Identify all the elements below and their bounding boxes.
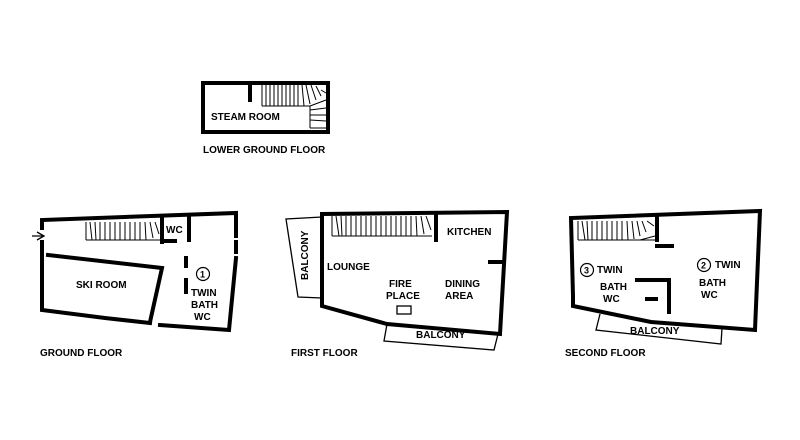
bedroom3-number: 3 <box>584 266 589 276</box>
bedroom2-twin-label: TWIN <box>715 260 741 271</box>
steam-room-walls <box>201 81 330 134</box>
left-balcony-label: BALCONY <box>300 230 311 280</box>
bedroom3-bath-label: BATH <box>600 282 627 293</box>
fireplace-label-line2: PLACE <box>386 291 420 302</box>
dining-area-label-line2: AREA <box>445 291 473 302</box>
bedroom1-bath-label: BATH <box>191 300 218 311</box>
lounge-label: LOUNGE <box>327 262 370 273</box>
bedroom2-wc-label: WC <box>701 290 718 301</box>
first-staircase <box>331 215 432 237</box>
ground-floor-label: GROUND FLOOR <box>40 348 123 359</box>
second-balcony-label: BALCONY <box>630 326 680 337</box>
second-outer-wall <box>568 208 763 333</box>
ground-outer-wall-right-lower <box>157 255 239 333</box>
fireplace-icon <box>396 305 412 315</box>
second-floor-label: SECOND FLOOR <box>565 348 646 359</box>
ground-floor-plan: WC SKI ROOM 1 TWIN BATH WC GROUND FLOOR <box>32 210 239 359</box>
lower-ground-staircase <box>261 84 327 129</box>
steam-room-label: STEAM ROOM <box>211 112 280 123</box>
bedroom1-wc-label: WC <box>194 312 211 323</box>
bedroom1-number: 1 <box>200 270 205 280</box>
bedroom2-bath-label: BATH <box>699 278 726 289</box>
bottom-balcony-outline <box>383 323 499 351</box>
second-balcony-outline <box>595 313 723 345</box>
bedroom1-number-circle <box>195 266 211 282</box>
bedroom1-twin-label: TWIN <box>191 288 217 299</box>
lower-ground-floor-label: LOWER GROUND FLOOR <box>203 145 326 156</box>
bottom-balcony-label: BALCONY <box>416 330 466 341</box>
ground-outer-wall-bottom <box>40 240 153 326</box>
ground-outer-wall-top <box>40 210 238 238</box>
entrance-arrow-icon <box>32 231 46 241</box>
bedroom3-number-circle <box>579 262 595 278</box>
kitchen-label: KITCHEN <box>447 227 491 238</box>
ski-room-label: SKI ROOM <box>76 280 127 291</box>
ski-room-wall <box>45 252 165 325</box>
bedroom2-number: 2 <box>701 261 706 271</box>
bedroom3-twin-label: TWIN <box>597 265 623 276</box>
second-floor-plan: 3 TWIN BATH WC 2 TWIN BATH WC BALCONY SE… <box>565 208 763 359</box>
first-floor-label: FIRST FLOOR <box>291 348 358 359</box>
first-outer-wall <box>320 209 510 337</box>
dining-area-label-line1: DINING <box>445 279 480 290</box>
ground-staircase <box>85 221 160 241</box>
fireplace-label-line1: FIRE <box>389 279 412 290</box>
lower-ground-floor-plan: STEAM ROOM LOWER GROUND FLOOR <box>201 81 330 156</box>
left-balcony-outline <box>285 216 323 299</box>
bedroom3-wc-label: WC <box>603 294 620 305</box>
first-floor-plan: BALCONY KITCHEN LOUNGE FIRE PLACE DINING… <box>285 209 510 359</box>
wc-label: WC <box>166 225 183 236</box>
bedroom2-number-circle <box>696 257 712 273</box>
second-staircase <box>577 220 656 241</box>
